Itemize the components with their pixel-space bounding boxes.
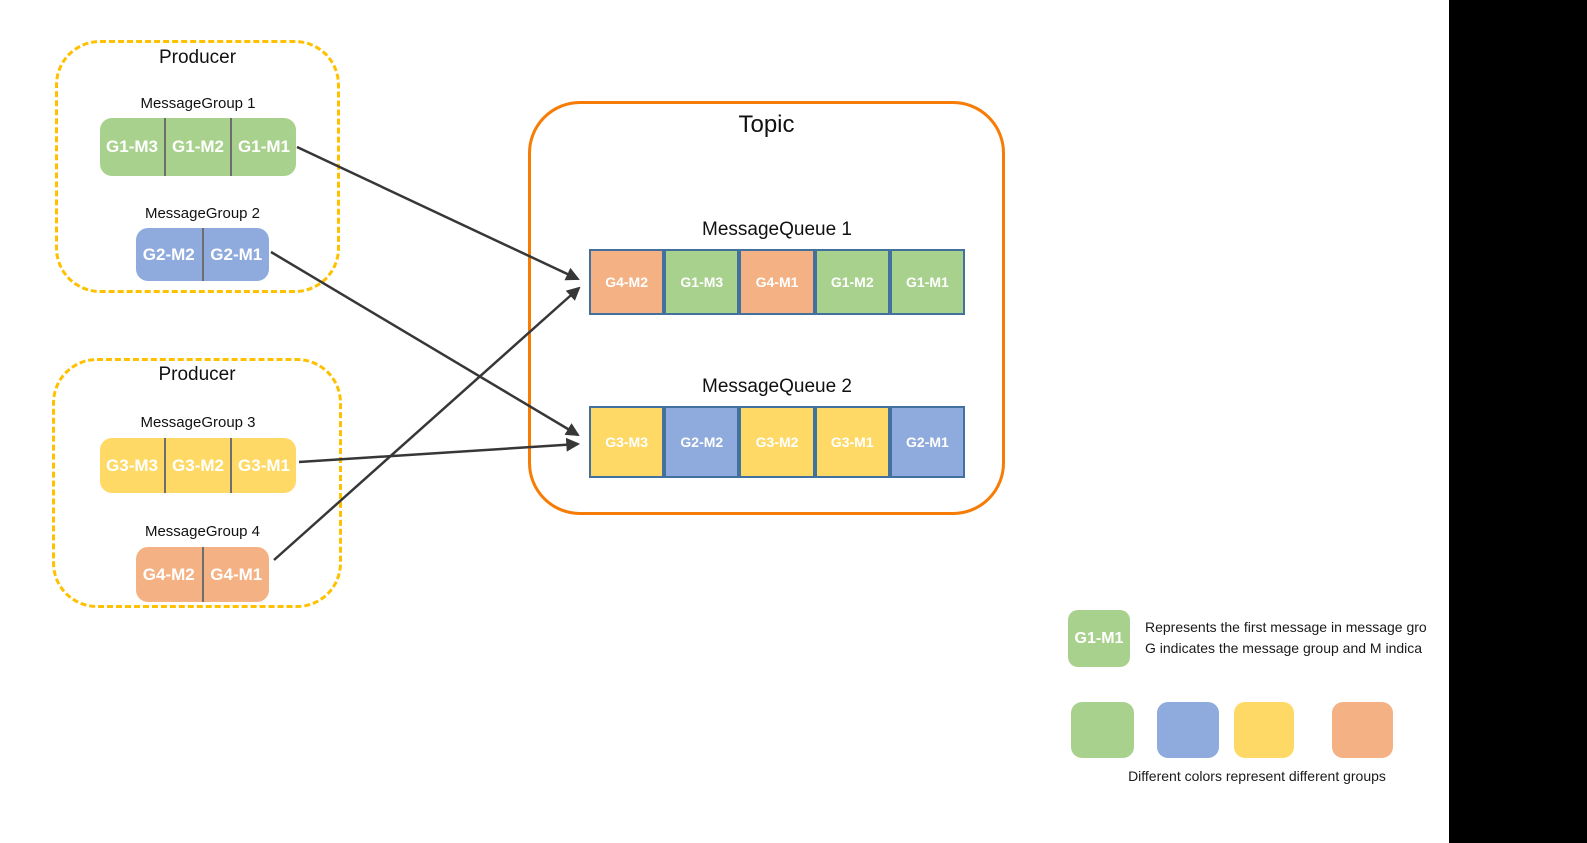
group-cell: G4-M2 xyxy=(142,564,195,584)
queue-cell: G4-M1 xyxy=(739,249,815,315)
message-group-3-label: MessageGroup 3 xyxy=(140,414,256,431)
queue-cell: G3-M2 xyxy=(739,406,815,478)
legend-description-line-1: Represents the first message in message … xyxy=(1145,619,1427,635)
group-cell: G1-M2 xyxy=(164,118,230,176)
legend-description-line-2: G indicates the message group and M indi… xyxy=(1145,640,1423,656)
queue-cell: G3-M1 xyxy=(814,406,890,478)
message-group-4-bar: G4-M2 G4-M1 xyxy=(136,547,269,602)
group-cell: G2-M1 xyxy=(201,228,270,281)
message-queue-2-row: G3-M3 G2-M2 G3-M2 G3-M1 G2-M1 xyxy=(589,406,966,478)
topic-title: Topic xyxy=(738,111,795,138)
group-cell: G3-M2 xyxy=(164,438,230,493)
group-cell: G1-M3 xyxy=(106,137,158,156)
legend-swatch-green xyxy=(1071,702,1134,758)
group-cell: G2-M2 xyxy=(142,244,195,264)
queue-cell: G1-M1 xyxy=(889,249,966,315)
message-group-2-bar: G2-M2 G2-M1 xyxy=(136,228,269,281)
queue-cell: G1-M3 xyxy=(664,249,740,315)
queue-cell: G1-M2 xyxy=(814,249,890,315)
message-group-2-label: MessageGroup 2 xyxy=(144,205,261,222)
queue-cell: G4-M2 xyxy=(589,249,665,315)
message-group-4-label: MessageGroup 4 xyxy=(144,523,261,540)
group-cell: G3-M1 xyxy=(230,438,296,493)
queue-cell: G2-M1 xyxy=(889,406,966,478)
message-queue-2-label: MessageQueue 2 xyxy=(702,376,852,397)
message-queue-1-row: G4-M2 G1-M3 G4-M1 G1-M2 G1-M1 xyxy=(589,249,966,315)
group-cell: G4-M1 xyxy=(201,547,270,602)
producer-2-title: Producer xyxy=(158,364,236,385)
group-cell: G1-M1 xyxy=(230,118,296,176)
producer-1-title: Producer xyxy=(158,47,237,68)
legend-sample-cell: G1-M1 xyxy=(1068,610,1130,667)
black-overlay-bar xyxy=(1449,0,1587,843)
message-group-1-label: MessageGroup 1 xyxy=(140,95,256,112)
message-queue-1-label: MessageQueue 1 xyxy=(702,219,852,240)
legend-swatch-blue xyxy=(1157,702,1219,758)
message-group-3-bar: G3-M3 G3-M2 G3-M1 xyxy=(100,438,296,493)
group-cell: G3-M3 xyxy=(106,455,158,475)
legend-swatch-yellow xyxy=(1234,702,1294,758)
queue-cell: G3-M3 xyxy=(589,406,665,478)
legend-description: Represents the first message in message … xyxy=(1145,617,1427,659)
legend-caption: Different colors represent different gro… xyxy=(1128,768,1386,784)
queue-cell: G2-M2 xyxy=(664,406,740,478)
legend-swatch-orange xyxy=(1332,702,1393,758)
message-group-1-bar: G1-M3 G1-M2 G1-M1 xyxy=(100,118,296,176)
